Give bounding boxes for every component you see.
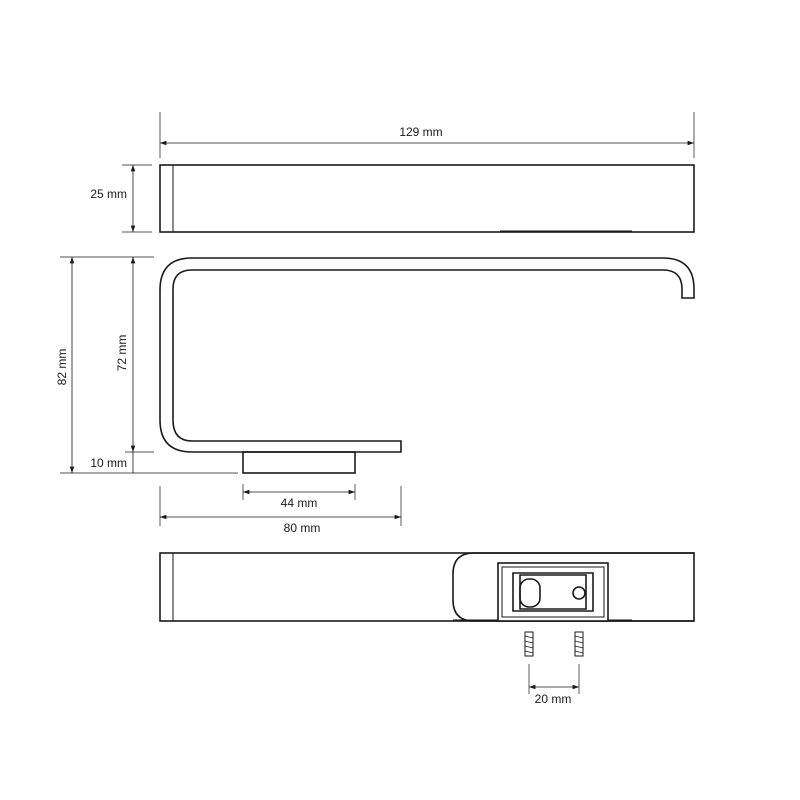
screw-thread	[524, 645, 534, 649]
screw-body	[574, 631, 584, 657]
dimension-width-top: 129 mm	[159, 112, 695, 158]
side-view-mount-block	[242, 451, 356, 474]
mounting-plate-inner	[501, 566, 605, 618]
dimension-label-height-inner: 72 mm	[115, 335, 129, 372]
screw-thread	[524, 635, 534, 639]
screw-thread	[574, 650, 584, 654]
dimension-label-screw-spacing: 20 mm	[535, 692, 572, 706]
mounting-plate	[497, 562, 609, 622]
bottom-view-body	[159, 552, 695, 622]
dimension-height-inner: 72 mm	[115, 257, 154, 453]
dimension-height-top: 25 mm	[90, 164, 152, 233]
bottom-view	[159, 552, 695, 622]
top-view-body	[159, 164, 695, 233]
dimension-height-total: 82 mm	[55, 256, 238, 474]
dimension-label-height-total: 82 mm	[55, 349, 69, 386]
mounting-plate-outer	[497, 562, 609, 622]
screw-thread	[574, 645, 584, 649]
screw-thread	[574, 635, 584, 639]
screw-thread	[524, 640, 534, 644]
dimension-label-height-base: 10 mm	[90, 456, 127, 470]
top-view	[159, 164, 695, 233]
screw-right-icon	[574, 631, 584, 657]
dimension-label-width-mount: 44 mm	[281, 496, 318, 510]
dimension-width-mount: 44 mm	[242, 484, 356, 510]
screw-thread	[574, 640, 584, 644]
dimension-label-width-top: 129 mm	[399, 125, 442, 139]
screw-left-icon	[524, 631, 534, 657]
side-view	[159, 257, 695, 474]
dimension-width-arm: 80 mm	[159, 486, 402, 535]
mounting-slot-hole	[519, 578, 541, 608]
mounting-round-hole	[572, 586, 586, 600]
dimension-height-base: 10 mm	[90, 452, 134, 473]
screw-thread	[524, 650, 534, 654]
screw-body	[524, 631, 534, 657]
dimension-screw-spacing: 20 mm	[528, 664, 580, 706]
dimension-label-height-top: 25 mm	[90, 187, 127, 201]
side-view-hook	[159, 257, 695, 453]
dimension-label-width-arm: 80 mm	[284, 521, 321, 535]
